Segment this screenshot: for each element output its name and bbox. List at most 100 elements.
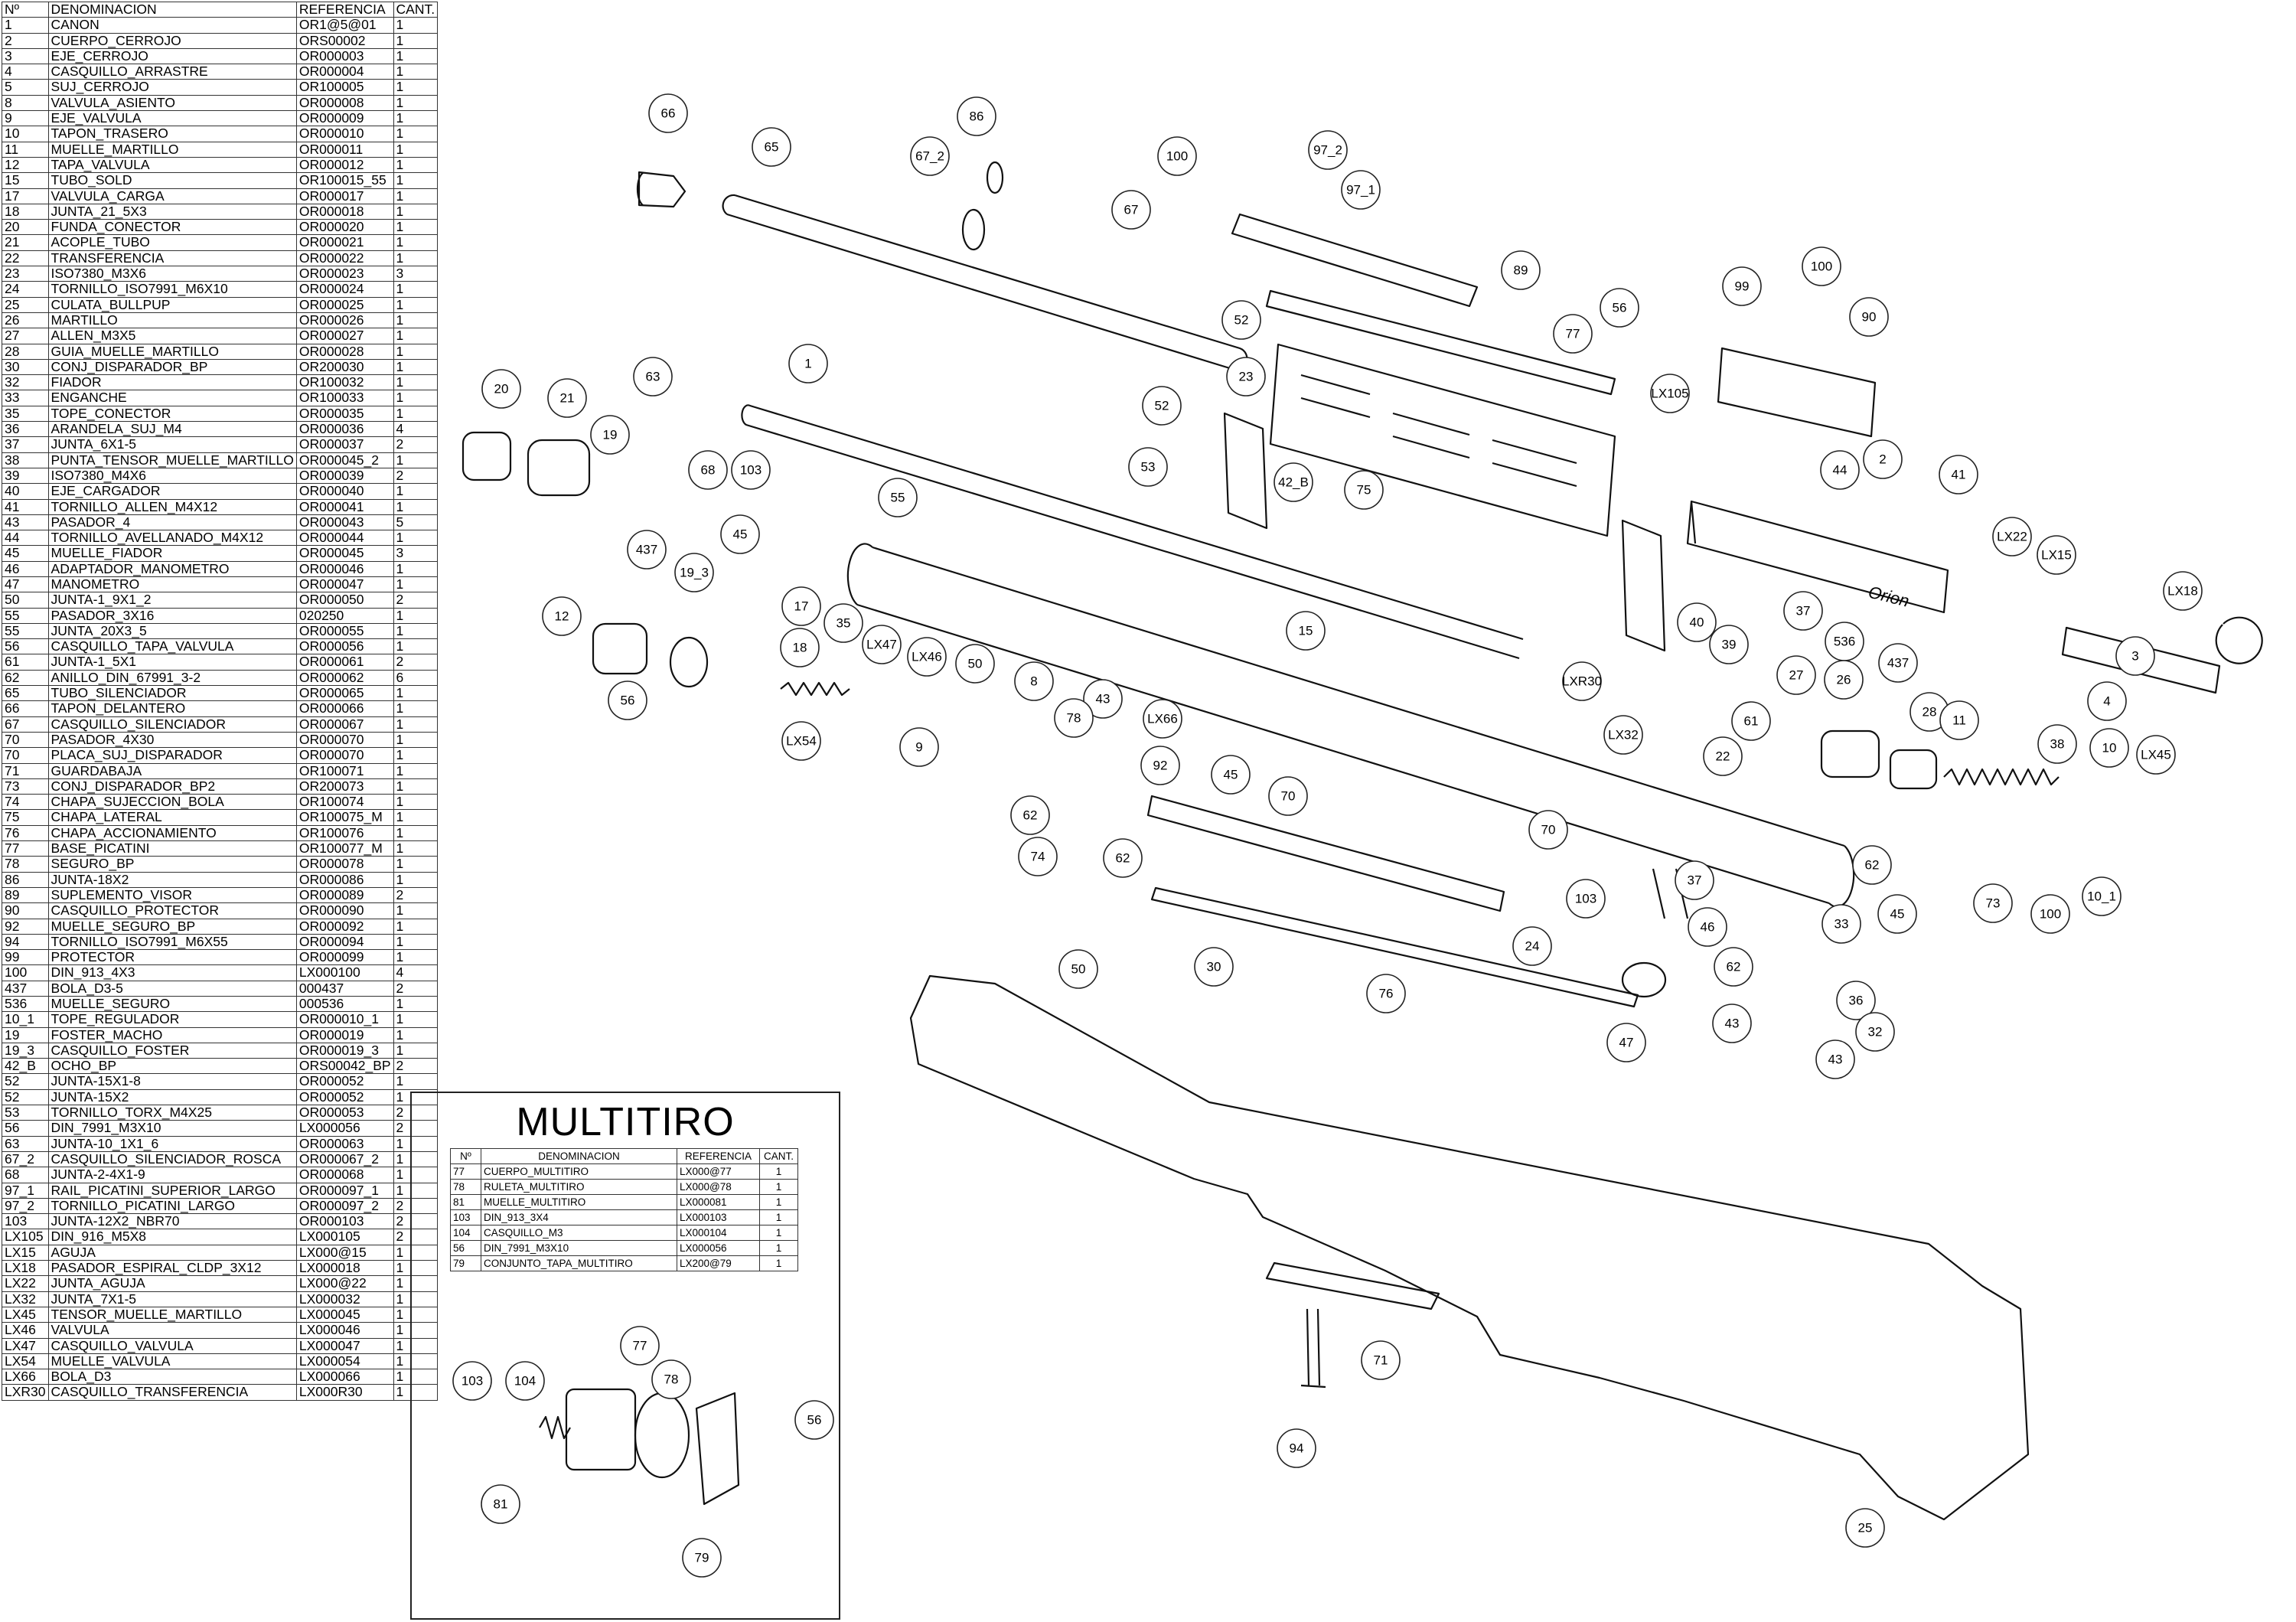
part-reference: OR100077_M xyxy=(295,840,394,857)
callout-label: 36 xyxy=(1849,994,1864,1008)
part-number: 65 xyxy=(2,685,49,702)
part-reference: LX000@22 xyxy=(295,1275,394,1292)
callout-circle xyxy=(1054,698,1094,738)
callout-label: LX45 xyxy=(2141,748,2171,762)
callout-label: 52 xyxy=(1155,399,1169,413)
callout-15: 15 xyxy=(1286,611,1326,651)
callout-label: 62 xyxy=(1116,851,1130,866)
callout-label: 62 xyxy=(1727,960,1741,974)
part-reference: OR100074 xyxy=(295,794,394,811)
callout-label: 94 xyxy=(1290,1441,1304,1456)
part-number: 12 xyxy=(2,156,49,174)
callout-68: 68 xyxy=(688,450,728,490)
callout-28: 28 xyxy=(1910,692,1949,732)
callout-77: 77 xyxy=(1553,314,1593,354)
hammer-guide xyxy=(1889,749,1938,790)
callout-circle xyxy=(1675,860,1714,900)
callout-label: 37 xyxy=(1688,873,1702,888)
part-reference: OR000063 xyxy=(295,1135,394,1152)
callout-circle xyxy=(1815,1039,1855,1079)
callout-circle xyxy=(1286,611,1326,651)
part-number: 70 xyxy=(2,747,49,764)
callout-20: 20 xyxy=(481,369,521,409)
part-name: EJE_CERROJO xyxy=(47,47,297,65)
m-header-quantity: CANT. xyxy=(759,1148,798,1164)
callout-circle xyxy=(878,478,918,517)
part-name: TORNILLO_ISO7991_M6X10 xyxy=(47,281,297,298)
callout-32: 32 xyxy=(1855,1012,1895,1052)
part-reference: OR200073 xyxy=(295,778,394,795)
callout-label: 70 xyxy=(1281,789,1296,804)
callout-8: 8 xyxy=(1014,661,1054,701)
callout-label: 38 xyxy=(2050,737,2065,752)
callout-label: 55 xyxy=(891,491,905,505)
part-reference: OR000099 xyxy=(295,949,394,966)
part-name: VALVULA_ASIENTO xyxy=(47,94,297,112)
callout-circle xyxy=(899,727,939,767)
callout-37: 37 xyxy=(1783,591,1823,631)
callout-circle xyxy=(1712,1004,1752,1043)
callout-LX105: LX105 xyxy=(1650,374,1690,413)
callout-circle xyxy=(1820,450,1860,490)
part-reference: ORS00002 xyxy=(295,32,394,49)
part-name: TORNILLO_ALLEN_M4X12 xyxy=(47,498,297,515)
part-number: 92 xyxy=(2,918,49,935)
eight-part-2 xyxy=(1621,519,1666,652)
callout-37: 37 xyxy=(1675,860,1714,900)
part-reference: LX000@15 xyxy=(295,1244,394,1261)
part-number: 99 xyxy=(2,949,49,966)
part-reference: 000437 xyxy=(295,980,394,997)
multishot-callout-103: 103 xyxy=(452,1361,492,1401)
callout-label: 9 xyxy=(915,740,922,755)
part-number: 37 xyxy=(2,436,49,453)
part-reference: OR000052 xyxy=(295,1088,394,1106)
part-name: CUERPO_CERROJO xyxy=(47,32,297,49)
callout-92: 92 xyxy=(1140,746,1180,785)
part-reference: LX000066 xyxy=(295,1369,394,1385)
part-reference: OR000070 xyxy=(295,747,394,764)
callout-12: 12 xyxy=(542,596,582,636)
m-part-number: 78 xyxy=(450,1179,481,1195)
callout-circle xyxy=(794,1400,834,1440)
callout-label: 15 xyxy=(1299,624,1313,638)
callout-LXR30: LXR30 xyxy=(1562,661,1602,701)
callout-4: 4 xyxy=(2087,681,2127,721)
m-part-reference: LX000104 xyxy=(677,1225,760,1241)
callout-circle xyxy=(823,603,863,643)
part-reference: OR000018 xyxy=(295,203,394,220)
callout-label: 76 xyxy=(1379,987,1394,1001)
part-reference: OR200030 xyxy=(295,358,394,376)
callout-circle xyxy=(1606,1023,1646,1062)
part-name: GUIA_MUELLE_MARTILLO xyxy=(47,343,297,360)
bullpup-stock xyxy=(909,974,2030,1521)
part-name: DIN_916_M5X8 xyxy=(47,1229,297,1245)
callout-label: 78 xyxy=(1067,711,1081,726)
m-part-quantity: 1 xyxy=(759,1225,798,1241)
m-part-name: MUELLE_MULTITIRO xyxy=(481,1194,677,1210)
callout-99: 99 xyxy=(1722,266,1762,306)
callout-circle xyxy=(1776,655,1816,695)
callout-circle xyxy=(1010,795,1050,835)
part-number: 47 xyxy=(2,576,49,593)
part-reference: OR100076 xyxy=(295,824,394,842)
callout-circle xyxy=(1140,746,1180,785)
callout-27: 27 xyxy=(1776,655,1816,695)
part-reference: OR000066 xyxy=(295,700,394,717)
m-part-reference: LX000@78 xyxy=(677,1179,760,1195)
callout-label: 22 xyxy=(1716,749,1730,764)
